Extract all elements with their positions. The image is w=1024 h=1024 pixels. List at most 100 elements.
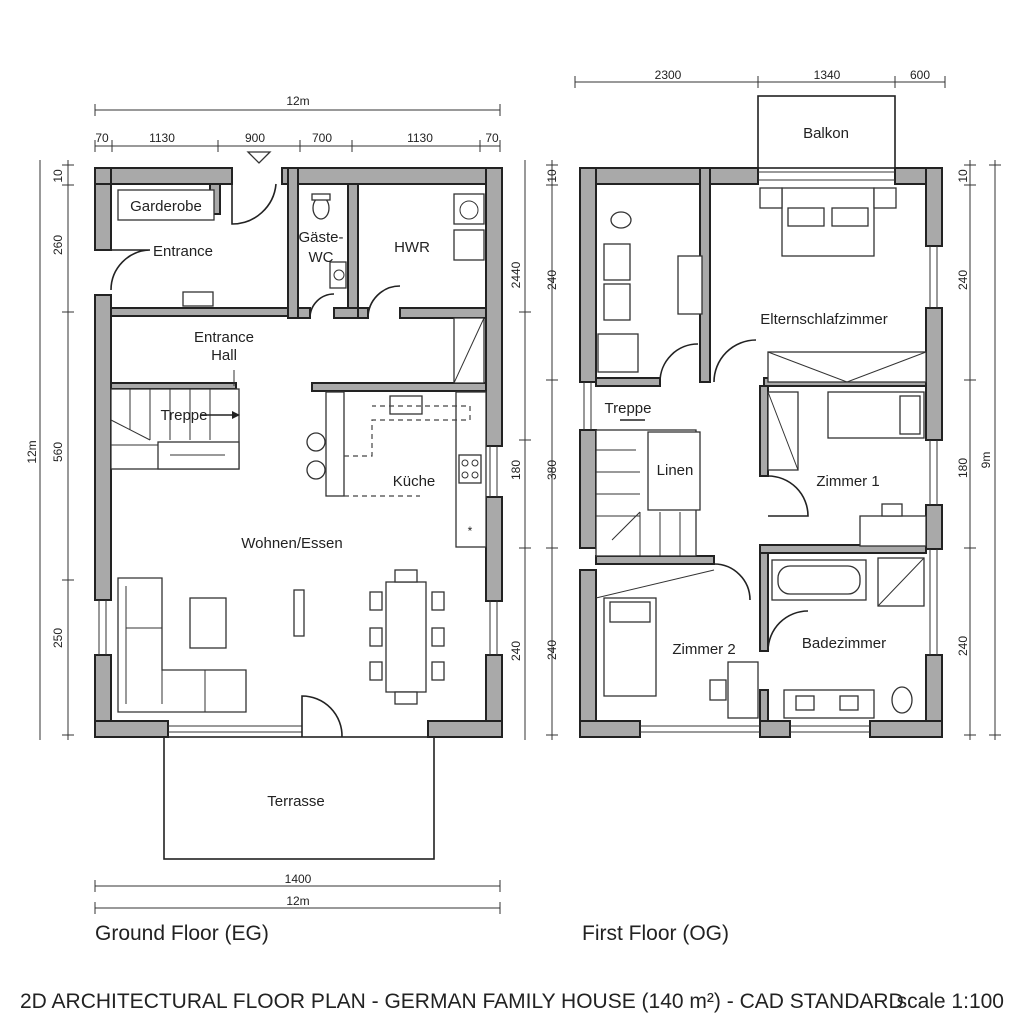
zimmer2-furniture — [595, 569, 759, 719]
gf-right-dimension: 2440 180 240 — [509, 160, 531, 740]
room-label-gaeste-wc-1: Gäste- — [298, 229, 343, 246]
sink-icon-ff-1 — [603, 243, 631, 281]
room-label-zimmer2: Zimmer 2 — [672, 641, 735, 658]
ff-dim-top-1: 2300 — [655, 68, 682, 82]
drawing-title: 2D ARCHITECTURAL FLOOR PLAN - GERMAN FAM… — [20, 990, 904, 1013]
garderobe-door-swing — [110, 249, 151, 291]
linen-closet — [647, 431, 701, 511]
dining-table — [385, 581, 427, 693]
room-label-kueche: Küche — [393, 473, 436, 490]
room-label-entrance-hall-1: Entrance — [194, 329, 254, 346]
gf-dim-left-total: 12m — [25, 440, 39, 463]
bar-stool-1 — [306, 432, 326, 452]
stove-icon — [458, 454, 482, 484]
coffee-table — [189, 597, 227, 649]
tv-unit — [293, 589, 305, 637]
front-door-swing — [231, 183, 277, 225]
room-label-treppe-gf: Treppe — [161, 407, 208, 424]
zimmer1-door-swing — [767, 475, 809, 517]
wc-door-swing — [309, 293, 335, 319]
room-label-gaeste-wc-2: WC — [309, 249, 334, 266]
room-label-terrasse: Terrasse — [267, 793, 325, 810]
room-label-elternschlafzimmer: Elternschlafzimmer — [760, 311, 888, 328]
ff-dim-top-2: 1340 — [814, 68, 841, 82]
room-label-wohnen-essen: Wohnen/Essen — [241, 535, 342, 552]
gf-dim-bottom-1: 1400 — [285, 872, 312, 886]
master-wardrobe — [767, 351, 927, 383]
washer-icon — [453, 193, 485, 225]
room-label-hwr: HWR — [394, 239, 430, 256]
master-bedroom-furniture — [759, 187, 927, 383]
terrace-outline — [163, 736, 435, 860]
badezimmer-door-swing — [767, 610, 809, 652]
gf-dim-left-2: 260 — [51, 235, 65, 255]
hwr-door-swing — [367, 285, 401, 319]
gf-dim-seg-4: 700 — [312, 131, 332, 145]
toilet-icon-ff — [610, 211, 632, 229]
sink-icon-ff-3 — [677, 255, 703, 315]
gf-dim-overall-top: 12m — [286, 94, 309, 108]
bath-upper-door-swing — [659, 343, 699, 383]
gf-dim-seg-5: 1130 — [407, 131, 433, 145]
gf-doors — [110, 183, 401, 738]
room-label-treppe-ff: Treppe — [605, 400, 652, 417]
caption-ground-floor: Ground Floor (EG) — [95, 922, 269, 945]
room-label-garderobe: Garderobe — [130, 198, 202, 215]
bar-stool-2 — [306, 460, 326, 480]
zimmer2-door-swing — [713, 563, 751, 601]
ff-dim-top-3: 600 — [910, 68, 930, 82]
badezimmer-fixtures — [771, 557, 925, 719]
ff-left-dimension: 10 240 380 240 — [545, 160, 559, 740]
ground-floor-plan: 12m 70 1130 900 700 1130 70 — [25, 94, 531, 945]
ff-dim-left-1: 10 — [545, 169, 559, 183]
dryer-icon — [453, 229, 485, 261]
caption-first-floor: First Floor (OG) — [582, 922, 729, 945]
gf-dim-bottom-2: 12m — [286, 894, 309, 908]
gf-dim-seg-1: 70 — [95, 131, 109, 145]
balcony-outline — [757, 95, 896, 169]
ff-dim-right-1: 10 — [956, 169, 970, 183]
gf-dim-seg-6: 70 — [485, 131, 499, 145]
ff-dim-left-3: 380 — [545, 460, 559, 480]
room-label-entrance: Entrance — [153, 243, 213, 260]
ff-top-dimension: 2300 1340 600 — [574, 68, 946, 88]
ff-exterior-walls — [579, 167, 943, 738]
room-label-balkon: Balkon — [803, 125, 849, 142]
gf-left-dimension: 10 260 560 250 12m — [25, 160, 74, 740]
kitchen-sink-icon — [389, 395, 423, 415]
gf-dim-seg-2: 1130 — [149, 131, 175, 145]
kitchen-layout: * — [306, 391, 487, 548]
kitchen-island — [325, 391, 345, 497]
living-furniture — [117, 569, 445, 713]
room-label-linen: Linen — [657, 462, 694, 479]
drawing-scale: scale 1:100 — [897, 990, 1004, 1013]
shoe-bench — [182, 291, 214, 307]
zimmer1-desk — [859, 515, 927, 547]
gf-dim-right-3: 240 — [509, 641, 523, 661]
room-label-entrance-hall-2: Hall — [211, 347, 237, 364]
gf-staircase — [110, 388, 240, 470]
wc-sink-icon — [329, 261, 347, 289]
ff-dim-right-total: 9m — [979, 452, 993, 469]
ff-dim-right-4: 240 — [956, 636, 970, 656]
entrance-marker-icon — [246, 151, 272, 164]
master-door-swing — [713, 339, 757, 383]
gf-interior-walls — [94, 167, 487, 392]
terrace-door-swing — [301, 695, 343, 738]
nightstand-left — [759, 187, 783, 209]
upper-bath-fixtures — [597, 211, 703, 373]
garderobe-closet — [117, 189, 215, 221]
sink-icon-ff-2 — [603, 283, 631, 321]
svg-text:*: * — [468, 524, 473, 538]
shower-icon-ff — [597, 333, 639, 373]
guest-wc-fixtures — [311, 193, 347, 289]
ff-dim-right-2: 240 — [956, 270, 970, 290]
ff-dim-left-2: 240 — [545, 270, 559, 290]
room-label-badezimmer: Badezimmer — [802, 635, 886, 652]
gf-dim-seg-3: 900 — [245, 131, 265, 145]
sofa-icon — [117, 577, 247, 713]
gf-dim-left-3: 560 — [51, 442, 65, 462]
gf-top-dimension: 12m 70 1130 900 700 1130 70 — [94, 94, 501, 164]
nightstand-right — [873, 187, 897, 209]
